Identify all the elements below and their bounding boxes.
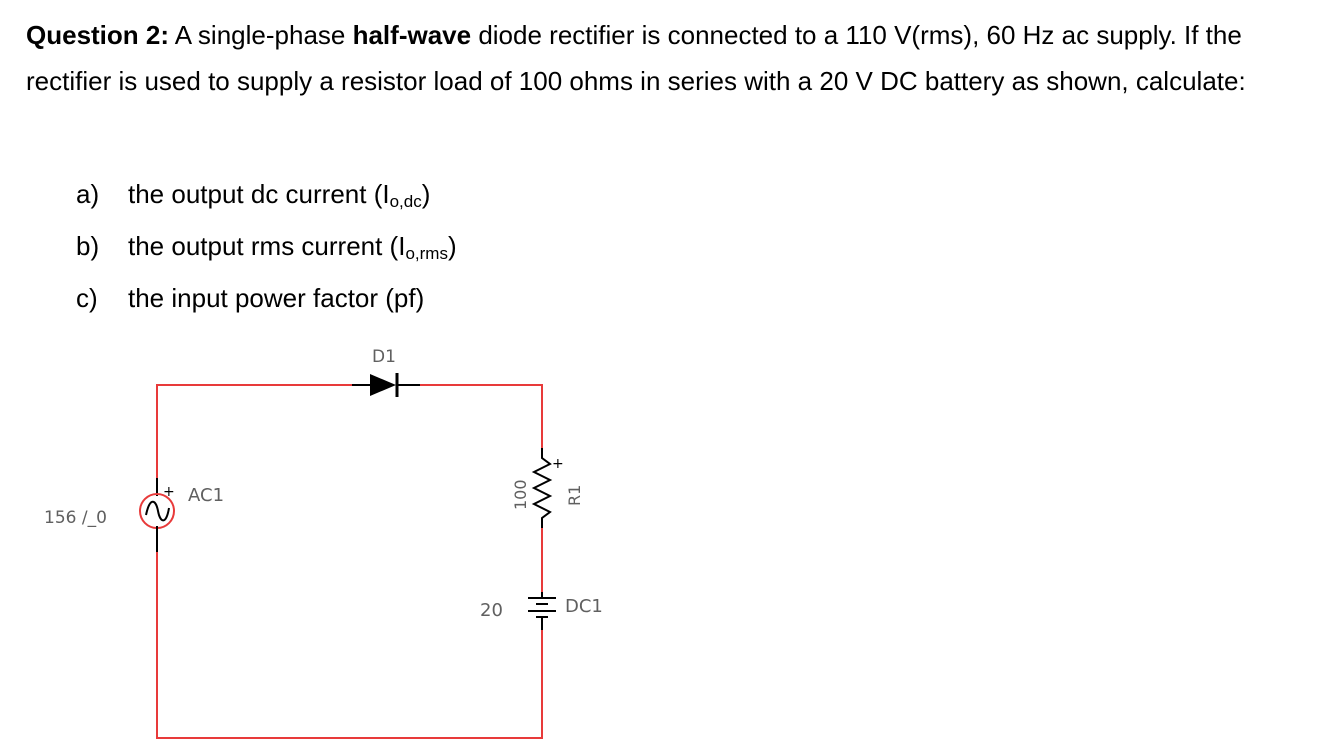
part-subscript: o,dc bbox=[389, 192, 422, 211]
part-text: the output dc current (I bbox=[128, 179, 390, 209]
part-text: the input power factor (pf) bbox=[128, 283, 425, 313]
diode-label: D1 bbox=[372, 347, 396, 367]
resistor-label: R1 bbox=[565, 485, 584, 506]
wire-bottom bbox=[156, 552, 543, 739]
battery-label: DC1 bbox=[565, 596, 603, 617]
battery-dc1-icon bbox=[528, 592, 556, 630]
ac-source-value: 156 /_0 bbox=[44, 508, 107, 528]
part-label: c) bbox=[76, 283, 98, 313]
part-label: a) bbox=[76, 179, 100, 209]
wire-top-right bbox=[404, 384, 543, 448]
question-bold-term: half-wave bbox=[352, 20, 472, 50]
resistor-plus: + bbox=[552, 456, 564, 472]
question-text-part-1: A single-phase bbox=[169, 20, 353, 50]
resistor-r1-icon bbox=[531, 448, 553, 528]
ac-source-label: AC1 bbox=[188, 485, 224, 506]
question-parts-list: a) the output dc current (Io,dc) b) the ou… bbox=[76, 172, 457, 328]
battery-value: 20 bbox=[480, 600, 503, 621]
question-text-part-2: diode rectifier is connected to a 110 V(… bbox=[26, 20, 1246, 96]
ac-source-icon bbox=[139, 478, 175, 552]
part-a: a) the output dc current (Io,dc) bbox=[76, 172, 457, 224]
circuit-wires bbox=[156, 384, 543, 739]
part-b: b) the output rms current (Io,rms) bbox=[76, 224, 457, 276]
part-text: the output rms current (I bbox=[128, 231, 406, 261]
question-text: Question 2: A single-phase half-wave dio… bbox=[26, 12, 1306, 104]
wire-top-left bbox=[156, 384, 368, 490]
diode-d1-icon bbox=[352, 373, 420, 397]
question-label: Question 2: bbox=[26, 20, 170, 50]
rectifier-circuit-diagram: D1 + AC1 156 /_0 + 100 R1 20 DC1 bbox=[44, 347, 603, 739]
part-c: c) the input power factor (pf) bbox=[76, 276, 457, 328]
resistor-value: 100 bbox=[511, 479, 530, 510]
part-close: ) bbox=[447, 231, 457, 261]
part-close: ) bbox=[421, 179, 431, 209]
part-label: b) bbox=[76, 231, 100, 261]
part-subscript: o,rms bbox=[405, 244, 448, 263]
ac-source-plus: + bbox=[163, 484, 175, 500]
